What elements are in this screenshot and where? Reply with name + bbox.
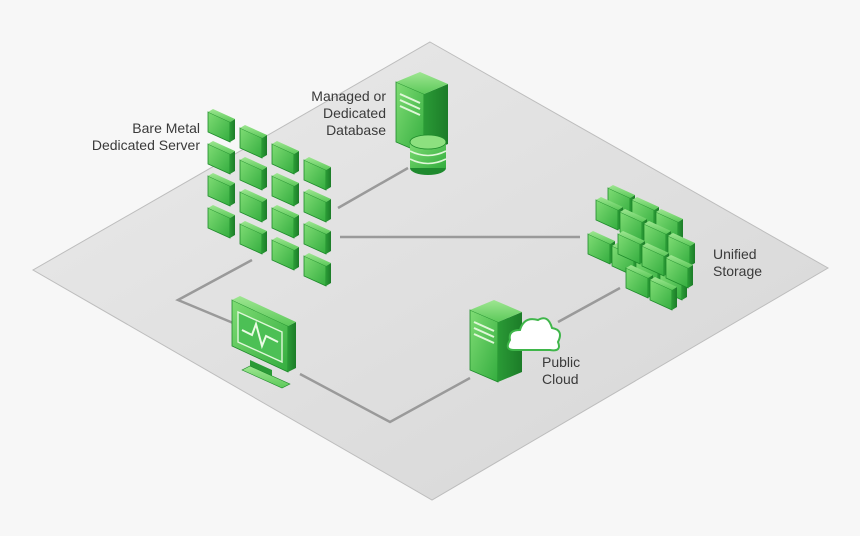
database-cylinder-icon bbox=[409, 134, 447, 175]
line-cloud-to-storage bbox=[557, 286, 621, 324]
line-monitor-to-cloud bbox=[299, 372, 471, 424]
line-server-to-database bbox=[337, 166, 409, 210]
label-line: Cloud bbox=[542, 371, 579, 387]
label-line: Public bbox=[542, 354, 581, 370]
public-cloud-server-icon bbox=[469, 299, 561, 383]
label-line: Storage bbox=[713, 263, 763, 279]
label-bare-metal-server: Bare Metal Dedicated Server bbox=[60, 120, 200, 154]
connector-lines bbox=[175, 166, 621, 424]
label-unified-storage: Unified Storage bbox=[713, 246, 762, 280]
label-line: Bare Metal bbox=[132, 120, 200, 136]
waveform-icon bbox=[241, 320, 279, 350]
label-database: Managed or Dedicated Database bbox=[292, 88, 386, 139]
label-line: Dedicated bbox=[322, 105, 386, 121]
line-server-to-monitor bbox=[175, 258, 253, 332]
label-line: Unified bbox=[713, 246, 757, 262]
label-public-cloud: Public Cloud bbox=[542, 354, 580, 388]
label-line: Dedicated Server bbox=[91, 137, 200, 153]
database-server-icon bbox=[395, 71, 449, 175]
monitor-icon bbox=[231, 296, 296, 389]
label-line: Managed or bbox=[311, 88, 386, 104]
label-line: Database bbox=[326, 122, 386, 138]
cloud-icon bbox=[506, 317, 561, 352]
